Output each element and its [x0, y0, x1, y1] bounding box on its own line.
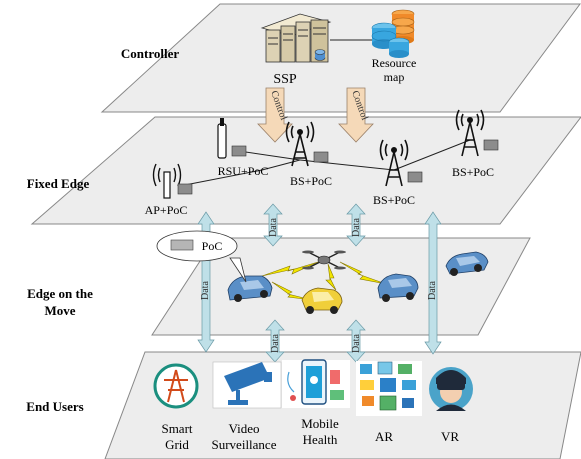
mobile-health-label-line1: Mobile — [301, 416, 339, 431]
poc-callout: PoC — [156, 230, 247, 283]
control-arrow-right: Control — [338, 87, 374, 143]
layer-label-edge-on-move-line2: Move — [44, 303, 75, 318]
server-icon — [260, 13, 332, 63]
tower-icon-bs2 — [379, 139, 423, 187]
data-label-mid2-upper: Data — [351, 218, 362, 237]
car-icon-right — [377, 273, 419, 302]
layer-label-fixed-edge: Fixed Edge — [27, 176, 90, 191]
data-label-mid1-lower: Data — [270, 334, 281, 353]
vr-headset-icon — [429, 367, 473, 411]
vr-label: VR — [441, 429, 459, 444]
car-icon-yellow — [301, 287, 343, 314]
resource-map-label-line2: map — [384, 70, 405, 84]
video-surveillance-label-line1: Video — [229, 421, 260, 436]
data-label-mid1-upper: Data — [268, 218, 279, 237]
data-arrow-mid1-upper: Data — [263, 203, 283, 247]
bs3-label: BS+PoC — [452, 165, 494, 179]
smart-grid-icon — [153, 363, 199, 409]
data-label-left: Data — [200, 281, 211, 300]
car-icon-far-right — [445, 251, 489, 276]
tower-icon-bs1 — [285, 121, 329, 167]
resource-map-label-line1: Resource — [372, 56, 417, 70]
layer-label-controller: Controller — [121, 46, 179, 61]
poc-bubble-label: PoC — [202, 239, 223, 253]
rsu-antenna-icon — [217, 118, 247, 159]
control-arrow-left: Control — [257, 87, 293, 143]
fixed-edge-plane — [30, 116, 581, 225]
ap-wifi-icon — [152, 163, 193, 199]
bs1-label: BS+PoC — [290, 174, 332, 188]
mobile-health-label-line2: Health — [303, 432, 338, 447]
layer-label-end-users: End Users — [26, 399, 83, 414]
ar-label: AR — [375, 429, 393, 444]
tower-icon-bs3 — [455, 109, 499, 157]
bs2-label: BS+PoC — [373, 193, 415, 207]
video-surveillance-icon — [212, 361, 282, 409]
data-label-right: Data — [427, 281, 438, 300]
drone-icon — [302, 250, 346, 270]
rsu-label: RSU+PoC — [218, 164, 269, 178]
car-icon-left — [227, 275, 273, 302]
ssp-label: SSP — [273, 72, 297, 87]
layer-label-edge-on-move-line1: Edge on the — [27, 286, 93, 301]
database-icon — [371, 9, 415, 58]
data-arrow-mid2-upper: Data — [346, 203, 366, 247]
controller-plane — [100, 3, 581, 113]
ap-label: AP+PoC — [145, 203, 188, 217]
data-arrow-right-long: Data — [424, 211, 442, 355]
data-label-mid2-lower: Data — [351, 334, 362, 353]
smart-grid-label-line2: Grid — [165, 437, 189, 452]
mobile-health-icon — [282, 359, 350, 408]
ar-icon — [356, 361, 422, 416]
smart-grid-label-line1: Smart — [161, 421, 192, 436]
video-surveillance-label-line2: Surveillance — [212, 437, 277, 452]
